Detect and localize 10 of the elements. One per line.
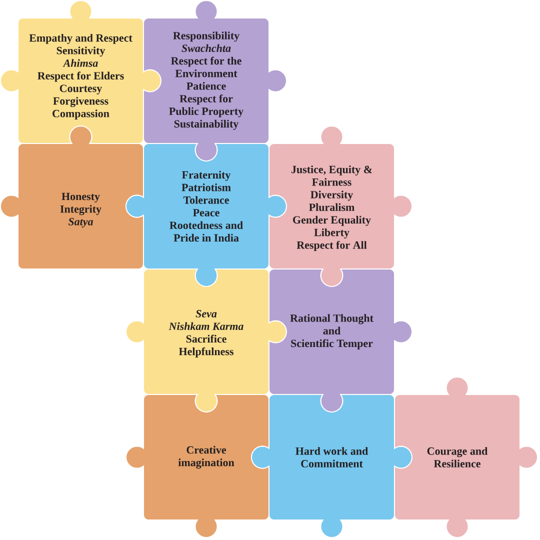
- puzzle-piece: Rational Thought and Scientific Temper: [268, 268, 412, 412]
- puzzle-piece: Honesty Integrity Satya: [0, 125, 144, 270]
- puzzle-piece: Courage and Resilience: [394, 376, 538, 538]
- puzzle-piece: Responsibility Swachchta Respect for the Environment Patience Respect for Public Property Sustainability: [143, 0, 287, 162]
- puzzle-piece: Fraternity Patriotism Tolerance Peace Rootedness and Pride in India: [126, 143, 287, 287]
- puzzle-piece: Seva Nishkam Karma Sacrifice Helpfulness: [126, 268, 287, 412]
- puzzle-piece: Empathy and Respect Sensitivity Ahimsa Respect for Elders Courtesy Forgiveness Compassion: [0, 0, 162, 144]
- puzzle-piece: Hard work and Commitment: [251, 394, 412, 538]
- puzzle-piece: Creative imagination: [126, 394, 270, 538]
- puzzle-piece: Justice, Equity & Fairness Diversity Pluralism Gender Equality Liberty Respect for All: [268, 125, 412, 287]
